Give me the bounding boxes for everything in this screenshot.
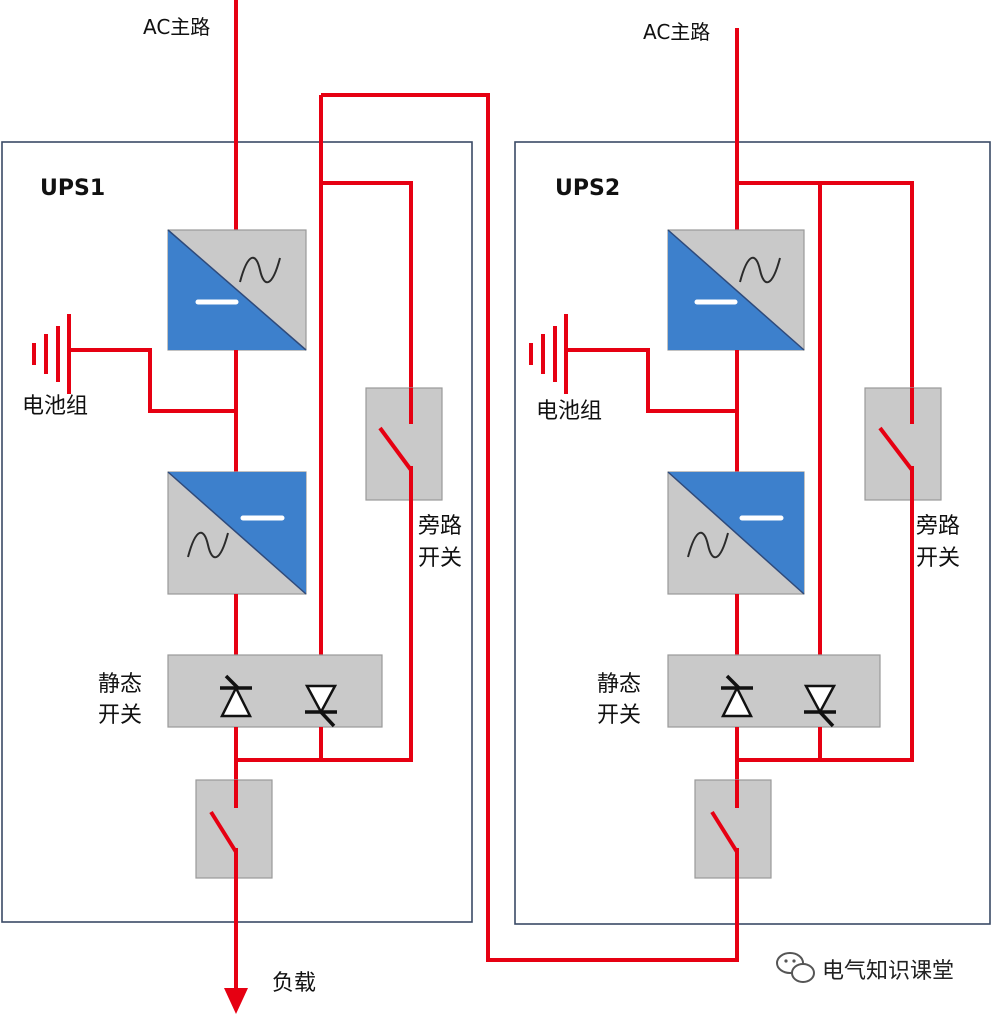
ups1-inverter: [167, 471, 307, 595]
ups2-bypass-switch: 旁路 开关: [864, 387, 960, 571]
wechat-icon: [776, 952, 815, 983]
ups2-bypass-switch-body: [864, 387, 942, 501]
ups1-static-thyristor-bypass-gate: [319, 710, 336, 728]
ups2-rectifier: [667, 229, 805, 351]
ups2-static-thyristor-main: [720, 685, 754, 718]
ups1-static-thyristor-main: [219, 685, 253, 718]
ups2-output-switch: [694, 779, 772, 879]
ups2-inverter: [667, 471, 805, 595]
ups1-battery-label: 电池组: [22, 394, 88, 419]
watermark: 电气知识课堂: [776, 952, 954, 984]
ups1-unit: UPS1 AC主路 电池组: [1, 0, 473, 923]
ups1-bypass-return-wire: [236, 500, 413, 762]
ups1-title: UPS1: [40, 176, 105, 201]
ups2-static-thyristor-bypass-gate: [818, 710, 835, 728]
ups1-static-switch-body: [167, 654, 383, 728]
ups2-static-thyristor-main-gate: [725, 674, 741, 690]
ups2-inverter-diagonal: [667, 471, 805, 595]
ups2-rectifier-diagonal: [667, 229, 805, 351]
parallel-output-tie-wire: [321, 93, 739, 962]
ups2-maintenance-bypass-wire: [737, 181, 914, 392]
ups2-battery: 电池组: [529, 314, 737, 424]
ups2-static-switch-label-2: 开关: [597, 703, 641, 728]
ups2-battery-wire: [566, 348, 737, 413]
load-output: 负载: [224, 878, 316, 1014]
ups2-unit: UPS2 AC主路 电池组: [514, 20, 991, 925]
ups1-bypass-switch-label-1: 旁路: [418, 514, 462, 539]
ups2-ac-input-label: AC主路: [643, 20, 710, 44]
ups1-inverter-diagonal: [167, 471, 307, 595]
ups2-static-switch-body: [667, 654, 881, 728]
ups1-output-switch: [195, 779, 273, 879]
ups1-bypass-switch: 旁路 开关: [365, 387, 462, 571]
ups1-bypass-switch-label-2: 开关: [418, 546, 462, 571]
ups1-rectifier-ac-icon: [239, 256, 281, 284]
ups2-inverter-ac-icon: [687, 531, 729, 559]
ups1-ac-input-label: AC主路: [143, 15, 210, 39]
ups1-battery-wire: [69, 348, 236, 413]
watermark-text: 电气知识课堂: [822, 959, 954, 984]
ups2-bypass-switch-blade: [878, 426, 914, 472]
load-arrow-icon: [224, 988, 248, 1014]
ups2-battery-label: 电池组: [536, 399, 602, 424]
ups1-static-thyristor-bypass: [304, 684, 338, 715]
ups1-inverter-ac-icon: [187, 531, 229, 559]
ups2-bypass-return-wire: [737, 500, 914, 762]
ups2-title: UPS2: [555, 176, 620, 201]
ups1-bypass-switch-body: [365, 387, 443, 501]
ups2-static-thyristor-bypass: [803, 684, 837, 715]
ups1-rectifier-diagonal: [167, 229, 307, 351]
ups1-rectifier: [167, 229, 307, 351]
ups2-static-switch: 静态 开关: [597, 654, 881, 728]
load-label: 负载: [272, 971, 316, 996]
ups2-output-switch-body: [694, 779, 772, 879]
ups1-bypass-switch-blade: [378, 426, 413, 472]
ups2-static-switch-label-1: 静态: [597, 672, 641, 697]
ups2-rectifier-ac-icon: [739, 256, 781, 284]
ups2-bypass-switch-label-1: 旁路: [916, 514, 960, 539]
ups1-static-thyristor-main-gate: [224, 674, 240, 690]
ups1-output-switch-blade: [209, 810, 238, 854]
ups1-static-switch-label-1: 静态: [98, 672, 142, 697]
ups1-battery: 电池组: [22, 314, 236, 419]
ups1-maintenance-bypass-wire: [321, 181, 413, 392]
ups2-bypass-switch-label-2: 开关: [916, 546, 960, 571]
ups2-output-switch-blade: [710, 810, 739, 854]
ups1-static-switch: 静态 开关: [98, 654, 383, 728]
ups1-static-switch-label-2: 开关: [98, 703, 142, 728]
